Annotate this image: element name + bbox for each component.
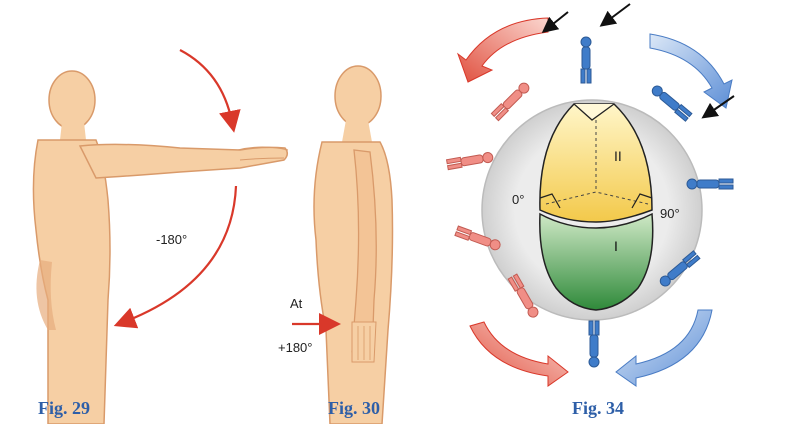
fig30-angle-label: +180° — [278, 340, 313, 355]
fig30-figure — [313, 65, 394, 424]
fig34-red-arrow-top — [456, 17, 549, 83]
fig34-black-arrow-2 — [599, 3, 631, 27]
fig34-red-figures — [445, 82, 539, 318]
fig34-blue-figures — [580, 36, 734, 368]
fig34-black-arrow-3 — [701, 95, 735, 119]
fig34-blue-arrow-top — [649, 33, 733, 109]
fig34-right-angle-label: 90° — [660, 206, 680, 221]
fig29-angle-label: -180° — [156, 232, 188, 247]
fig34-left-angle-label: 0° — [512, 192, 525, 207]
fig34-blue-arrow-bottom — [615, 309, 713, 387]
fig29-arc-lower-arrow — [113, 185, 238, 329]
fig30-at-label: At — [290, 296, 303, 311]
fig34-lower-section-label: I — [614, 238, 618, 254]
fig34-lower-wedge — [539, 212, 654, 311]
fig30-caption: Fig. 30 — [328, 398, 380, 418]
fig29-figure — [32, 70, 289, 424]
fig29-arc-upper-arrow — [179, 49, 241, 133]
fig34-red-arrow-bottom — [469, 321, 569, 387]
fig34-upper-section-label: II — [614, 148, 622, 164]
fig29-caption: Fig. 29 — [38, 398, 90, 418]
fig34-black-arrow-1 — [541, 11, 569, 33]
fig34-caption: Fig. 34 — [572, 398, 624, 418]
